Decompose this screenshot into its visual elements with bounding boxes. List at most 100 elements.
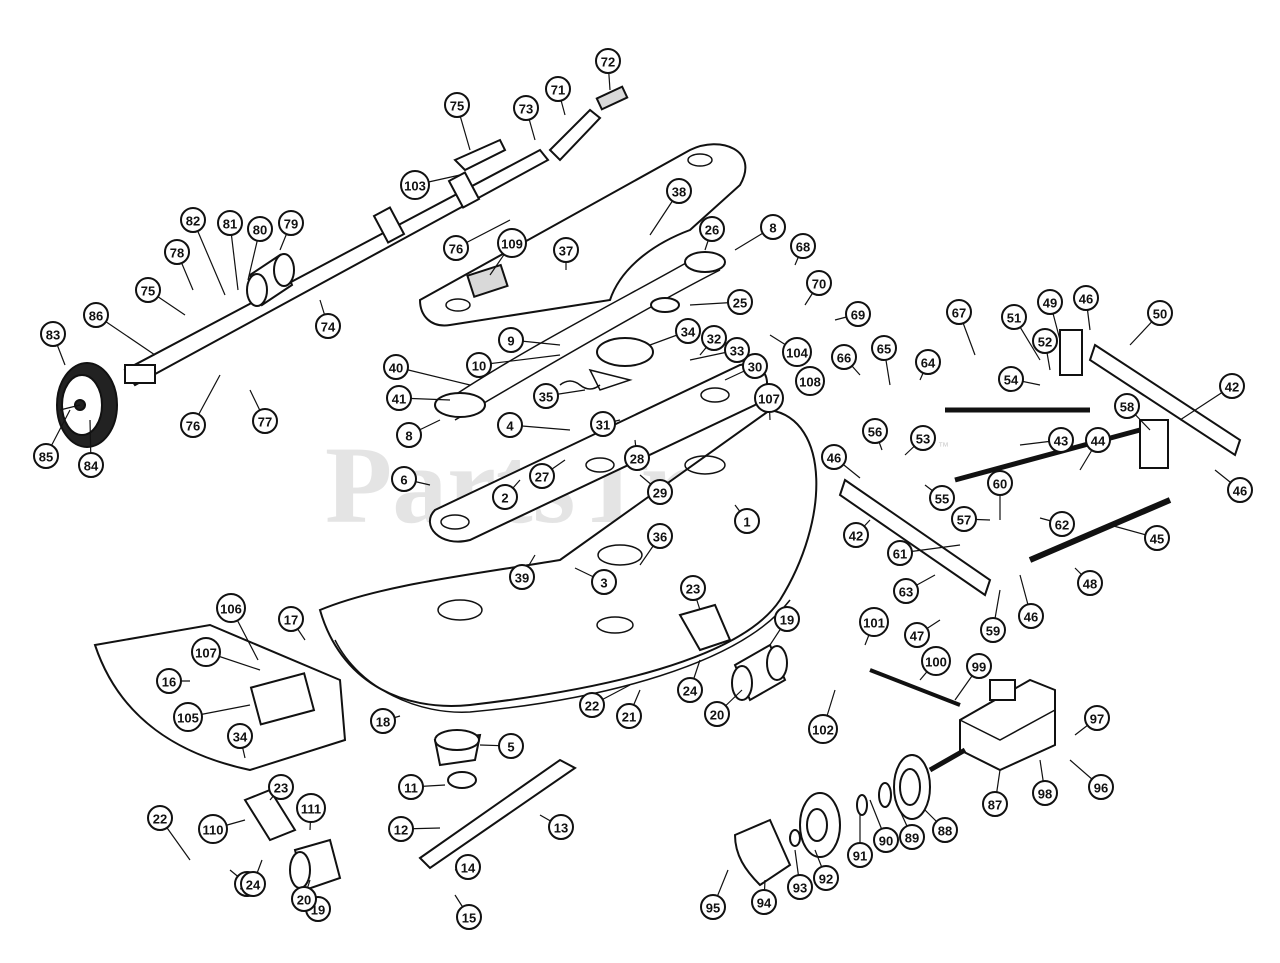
- callout-39: 39: [509, 554, 536, 590]
- callout-103: 103: [400, 170, 461, 200]
- callout-circle: [915, 349, 941, 375]
- callout-number: 31: [596, 418, 610, 433]
- callout-circle: [217, 210, 243, 236]
- callout-24: 24: [677, 659, 703, 703]
- callout-circle: [529, 463, 555, 489]
- gauge-wheel: [56, 362, 118, 448]
- callout-26: 26: [699, 216, 725, 251]
- callout-circle: [533, 383, 559, 409]
- callout-60: 60: [987, 470, 1013, 520]
- callout-circle: [1085, 427, 1111, 453]
- callout-number: 50: [1153, 307, 1167, 322]
- callout-circle: [699, 216, 725, 242]
- callout-circle: [998, 366, 1024, 392]
- callout-circle: [932, 817, 958, 843]
- callout-19: 19: [769, 606, 800, 646]
- callout-29: 29: [639, 474, 673, 505]
- callout-circle: [1073, 285, 1099, 311]
- callout-36: 36: [639, 523, 673, 566]
- callout-number: 100: [925, 655, 947, 670]
- callout-circle: [278, 606, 304, 632]
- callout-circle: [847, 842, 873, 868]
- callout-number: 105: [177, 711, 199, 726]
- callout-107: 107: [191, 637, 261, 671]
- callout-number: 29: [653, 486, 667, 501]
- callout-108: 108: [795, 366, 825, 396]
- callout-circle: [135, 277, 161, 303]
- callout-41: 41: [386, 385, 451, 411]
- callout-circle: [921, 646, 951, 676]
- callout-number: 111: [301, 802, 321, 817]
- callout-61: 61: [887, 540, 961, 566]
- callout-circle: [951, 506, 977, 532]
- callout-circle: [227, 723, 253, 749]
- callout-96: 96: [1069, 759, 1114, 800]
- callout-78: 78: [164, 239, 194, 291]
- callout-number: 26: [705, 223, 719, 238]
- callout-circle: [400, 170, 430, 200]
- callout-circle: [813, 865, 839, 891]
- callout-15: 15: [454, 894, 482, 930]
- callout-63: 63: [893, 574, 936, 604]
- callout-circle: [1032, 328, 1058, 354]
- callout-75: 75: [135, 277, 186, 316]
- callout-number: 51: [1007, 311, 1021, 326]
- callout-circle: [742, 353, 768, 379]
- callout-circle: [492, 484, 518, 510]
- callout-number: 33: [730, 344, 744, 359]
- callout-70: 70: [804, 270, 832, 306]
- callout-circle: [946, 299, 972, 325]
- callout-circle: [216, 593, 246, 623]
- callout-number: 42: [1225, 380, 1239, 395]
- callout-number: 71: [551, 83, 565, 98]
- callout-number: 27: [535, 470, 549, 485]
- callout-13: 13: [539, 814, 574, 840]
- callout-circle: [1018, 603, 1044, 629]
- callout-circle: [268, 774, 294, 800]
- callout-76: 76: [180, 374, 221, 438]
- callout-90: 90: [869, 799, 899, 853]
- callout-number: 5: [507, 740, 514, 755]
- callout-number: 95: [706, 901, 720, 916]
- callout-circle: [444, 92, 470, 118]
- callout-layer: 1234568891011121314151617181919202021212…: [33, 48, 1253, 930]
- callout-circle: [910, 425, 936, 451]
- callout-number: 14: [461, 861, 476, 876]
- callout-circle: [443, 235, 469, 261]
- callout-circle: [240, 871, 266, 897]
- callout-16: 16: [156, 668, 190, 694]
- callout-80: 80: [247, 216, 273, 281]
- callout-46: 46: [1018, 574, 1044, 629]
- callout-number: 98: [1038, 787, 1052, 802]
- callout-75: 75: [444, 92, 471, 151]
- callout-number: 102: [812, 723, 834, 738]
- callout-77: 77: [249, 389, 278, 434]
- callout-87: 87: [982, 769, 1008, 817]
- callout-circle: [862, 418, 888, 444]
- callout-68: 68: [790, 233, 816, 266]
- callout-49: 49: [1037, 289, 1063, 341]
- callout-number: 24: [246, 878, 261, 893]
- callout-number: 30: [748, 360, 762, 375]
- callout-33: 33: [689, 337, 750, 363]
- callout-109: 109: [489, 228, 527, 276]
- callout-circle: [701, 325, 727, 351]
- callout-number: 36: [653, 530, 667, 545]
- callout-8: 8: [734, 214, 786, 251]
- callout-72: 72: [595, 48, 621, 91]
- callout-circle: [843, 522, 869, 548]
- callout-24: 24: [240, 859, 266, 897]
- callout-circle: [180, 207, 206, 233]
- callout-100: 100: [919, 646, 951, 681]
- callout-number: 70: [812, 277, 826, 292]
- callout-number: 47: [910, 629, 924, 644]
- callout-circle: [291, 886, 317, 912]
- callout-3: 3: [574, 567, 617, 595]
- callout-number: 87: [988, 798, 1002, 813]
- callout-number: 4: [506, 419, 514, 434]
- callout-number: 79: [284, 217, 298, 232]
- callout-circle: [700, 894, 726, 920]
- callout-circle: [579, 692, 605, 718]
- callout-55: 55: [924, 484, 955, 511]
- callout-circle: [595, 48, 621, 74]
